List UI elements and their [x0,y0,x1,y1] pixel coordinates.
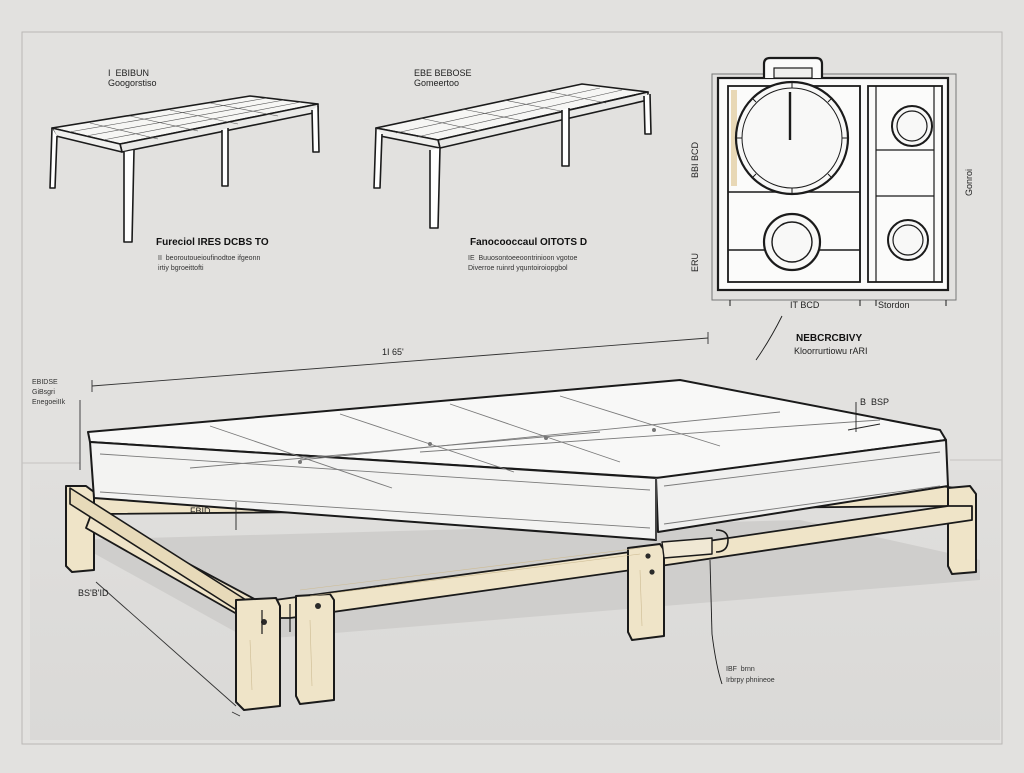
left-note: EBIDSE GiBsgri EnegoeiIIk [32,379,66,406]
small-bed-left-title: Fureciol IRES DCBS TO [156,237,269,248]
small-bed-middle-notes: IE Buuosontoeeoontrinioon vgotoe Diverro… [468,255,578,272]
frame-marker: FBID [190,506,211,516]
panel-bottom-left-label: IT BCD [790,300,820,310]
small-bed-left-label: I EBIBUN Googorstiso [108,68,157,88]
sheet-border [21,31,1003,745]
panel-side-label-top: BBI BCD [690,141,700,178]
panel-side-label-mid: ERU [690,252,700,272]
floor-line [22,459,1002,464]
small-bed-middle [373,83,652,229]
dimension-lines [79,332,709,717]
knob-icon [887,219,929,261]
panel-caption-title: NEBCRCBIVY [796,333,863,344]
dimension-top-label: 1I 65' [382,347,404,357]
small-bed-left-notes: II beoroutoueioufinodtoe ifgeonn irtiy b… [158,255,261,272]
small-bed-left [49,95,320,243]
knob-icon [891,105,933,147]
control-panel [711,56,957,361]
small-bed-middle-label: EBE BEBOSE Gomeertoo [414,68,472,88]
small-bed-middle-title: Fanocooccaul OITOTS D [470,237,588,248]
main-bed [65,379,980,711]
panel-right-side-label: Gonroi [964,168,974,196]
bottom-left-dimension: BS'B'ID [78,588,109,598]
panel-caption-sub: Kloorrurtiowu rARI [794,346,868,356]
right-marker: B BSP [860,397,890,407]
annotation-marks [235,402,881,530]
bottom-right-note: IBF brnn Irbrpy phnineoe [726,666,775,684]
panel-bottom-right-label: Stordon [878,300,910,310]
